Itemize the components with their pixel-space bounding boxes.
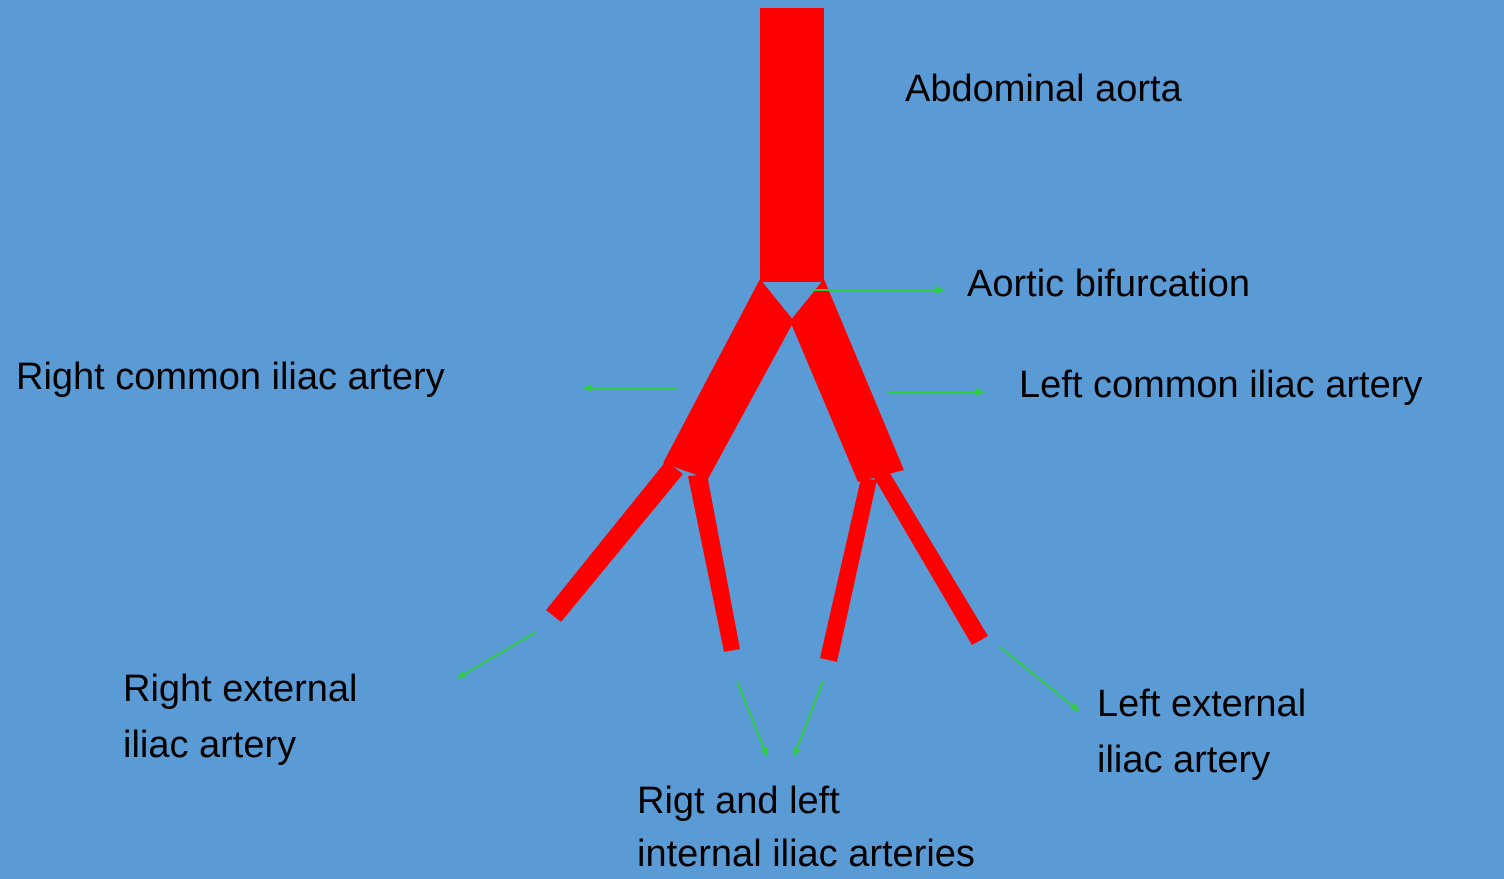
left-external-iliac-label-line2: iliac artery	[1097, 732, 1270, 788]
internal-iliac-label-line1: Rigt and left	[637, 773, 840, 829]
right-common-iliac-label: Right common iliac artery	[16, 349, 445, 405]
left-common-iliac-vessel	[790, 279, 904, 482]
right-external-iliac-arrow	[458, 632, 536, 678]
internal-iliac-label-line2: internal iliac arteries	[637, 829, 975, 879]
left-external-iliac-arrow	[1000, 647, 1079, 711]
right-internal-iliac-arrow	[737, 681, 767, 756]
left-common-iliac-label: Left common iliac artery	[1019, 357, 1422, 413]
abdominal-aorta-label: Abdominal aorta	[905, 61, 1182, 117]
abdominal-aorta-vessel	[760, 8, 824, 282]
left-external-iliac-label-line1: Left external	[1097, 676, 1306, 732]
left-internal-iliac-vessel	[820, 478, 877, 662]
right-external-iliac-label-line1: Right external	[123, 661, 357, 717]
aortic-bifurcation-label: Aortic bifurcation	[967, 256, 1250, 312]
right-internal-iliac-vessel	[688, 474, 740, 652]
right-external-iliac-vessel	[546, 461, 683, 622]
right-external-iliac-label-line2: iliac artery	[123, 717, 296, 773]
right-common-iliac-vessel	[663, 279, 794, 479]
left-external-iliac-vessel	[873, 470, 988, 645]
left-internal-iliac-arrow	[794, 681, 823, 756]
